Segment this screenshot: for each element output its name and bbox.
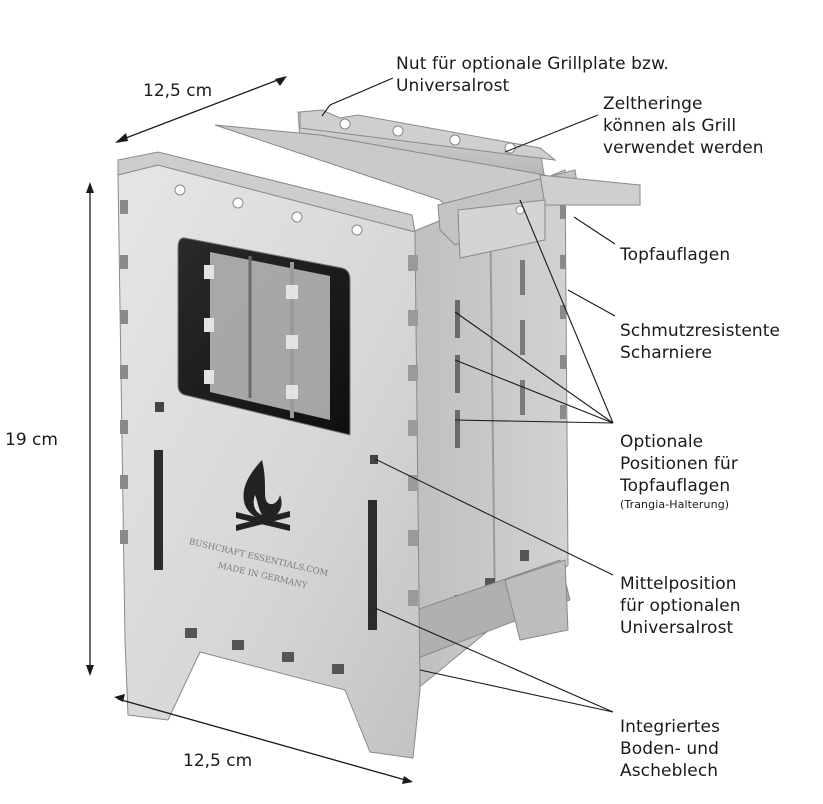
callout-middle-position: Mittelposition für optionalen Universalr… [620, 573, 741, 639]
callout-tent-pegs-line-3: verwendet werden [603, 138, 764, 158]
callout-ash-tray: Integriertes Boden- und Ascheblech [620, 716, 720, 782]
top-width-label: 12,5 cm [143, 81, 213, 101]
callout-optional-positions-line-1: Optionale [620, 432, 704, 452]
callout-hinges: Schmutzresistente Scharniere [620, 320, 780, 364]
flame-logo [236, 460, 290, 531]
height-label: 19 cm [5, 430, 58, 450]
pot-supports [214, 124, 641, 259]
callout-ash-tray-line-3: Ascheblech [620, 761, 719, 781]
callout-middle-position-line-1: Mittelposition [620, 574, 737, 594]
callout-tent-pegs-line-2: können als Grill [603, 116, 737, 136]
callout-optional-positions-line-2: Positionen für [620, 454, 738, 474]
callout-optional-positions-line-3: Topfauflagen [620, 476, 731, 496]
callout-tent-pegs: Zeltheringe können als Grill verwendet w… [603, 93, 764, 159]
front-panel [117, 151, 421, 759]
callout-ash-tray-line-1: Integriertes [620, 717, 721, 737]
bottom-width-label: 12,5 cm [183, 751, 253, 771]
callout-pot-supports: Topfauflagen [620, 244, 730, 266]
callout-grill-slot-line-1: Nut für optionale Grillplate bzw. [396, 54, 670, 74]
callout-grill-slot-line-2: Universalrost [396, 76, 510, 96]
back-panel [297, 109, 557, 181]
callout-optional-positions: Optionale Positionen für Topfauflagen (T… [620, 431, 738, 513]
callout-pot-supports-line-1: Topfauflagen [620, 245, 731, 265]
callout-middle-position-line-3: Universalrost [620, 618, 734, 638]
callout-ash-tray-line-2: Boden- und [620, 739, 719, 759]
dimension-arrows [86, 76, 413, 784]
callout-tent-pegs-line-1: Zeltheringe [603, 94, 703, 114]
callout-grill-slot: Nut für optionale Grillplate bzw. Univer… [396, 53, 669, 97]
callout-optional-positions-note: (Trangia-Halterung) [620, 498, 730, 511]
callout-middle-position-line-2: für optionalen [620, 596, 741, 616]
callout-hinges-line-2: Scharniere [620, 343, 713, 363]
callout-hinges-line-1: Schmutzresistente [620, 321, 781, 341]
leader-lines [321, 77, 616, 713]
